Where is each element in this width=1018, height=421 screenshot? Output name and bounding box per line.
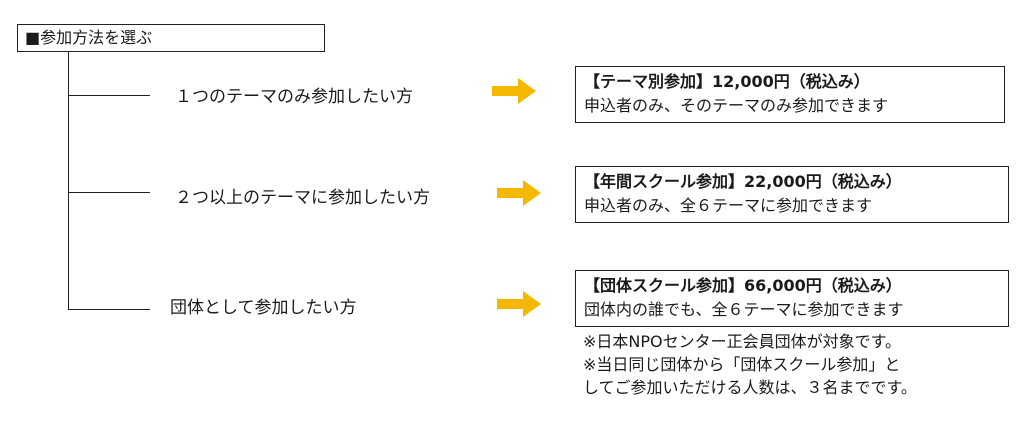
arrow-right-icon — [497, 291, 541, 317]
plan-title: 【団体スクール参加】66,000円（税込み） — [584, 276, 902, 295]
notes: ※日本NPOセンター正会員団体が対象です。 ※当日同じ団体から「団体スクール参加… — [583, 330, 917, 399]
plan-description: 申込者のみ、そのテーマのみ参加できます — [584, 96, 889, 115]
plan-title: 【年間スクール参加】22,000円（税込み） — [584, 172, 902, 191]
branch-line-1 — [68, 95, 150, 96]
plan-title: 【テーマ別参加】12,000円（税込み） — [584, 72, 870, 91]
option-single-theme: １つのテーマのみ参加したい方 — [175, 87, 413, 107]
tree-trunk-line — [68, 52, 69, 310]
branch-line-3 — [68, 309, 150, 310]
note-line: してご参加いただける人数は、３名までです。 — [583, 378, 917, 397]
plan-description: 申込者のみ、全６テーマに参加できます — [584, 196, 873, 215]
option-multiple-themes: ２つ以上のテーマに参加したい方 — [175, 188, 430, 208]
section-title: ■参加方法を選ぶ — [17, 24, 325, 52]
note-line: ※日本NPOセンター正会員団体が対象です。 — [583, 332, 902, 351]
option-group: 団体として参加したい方 — [170, 298, 357, 318]
plan-box-theme: 【テーマ別参加】12,000円（税込み） 申込者のみ、そのテーマのみ参加できます — [575, 66, 1005, 123]
note-line: ※当日同じ団体から「団体スクール参加」と — [583, 355, 901, 374]
arrow-right-icon — [492, 78, 536, 104]
plan-box-annual: 【年間スクール参加】22,000円（税込み） 申込者のみ、全６テーマに参加できま… — [575, 166, 1009, 223]
plan-box-group: 【団体スクール参加】66,000円（税込み） 団体内の誰でも、全６テーマに参加で… — [575, 270, 1009, 327]
branch-line-2 — [68, 192, 150, 193]
plan-description: 団体内の誰でも、全６テーマに参加できます — [584, 300, 904, 319]
arrow-right-icon — [497, 180, 541, 206]
